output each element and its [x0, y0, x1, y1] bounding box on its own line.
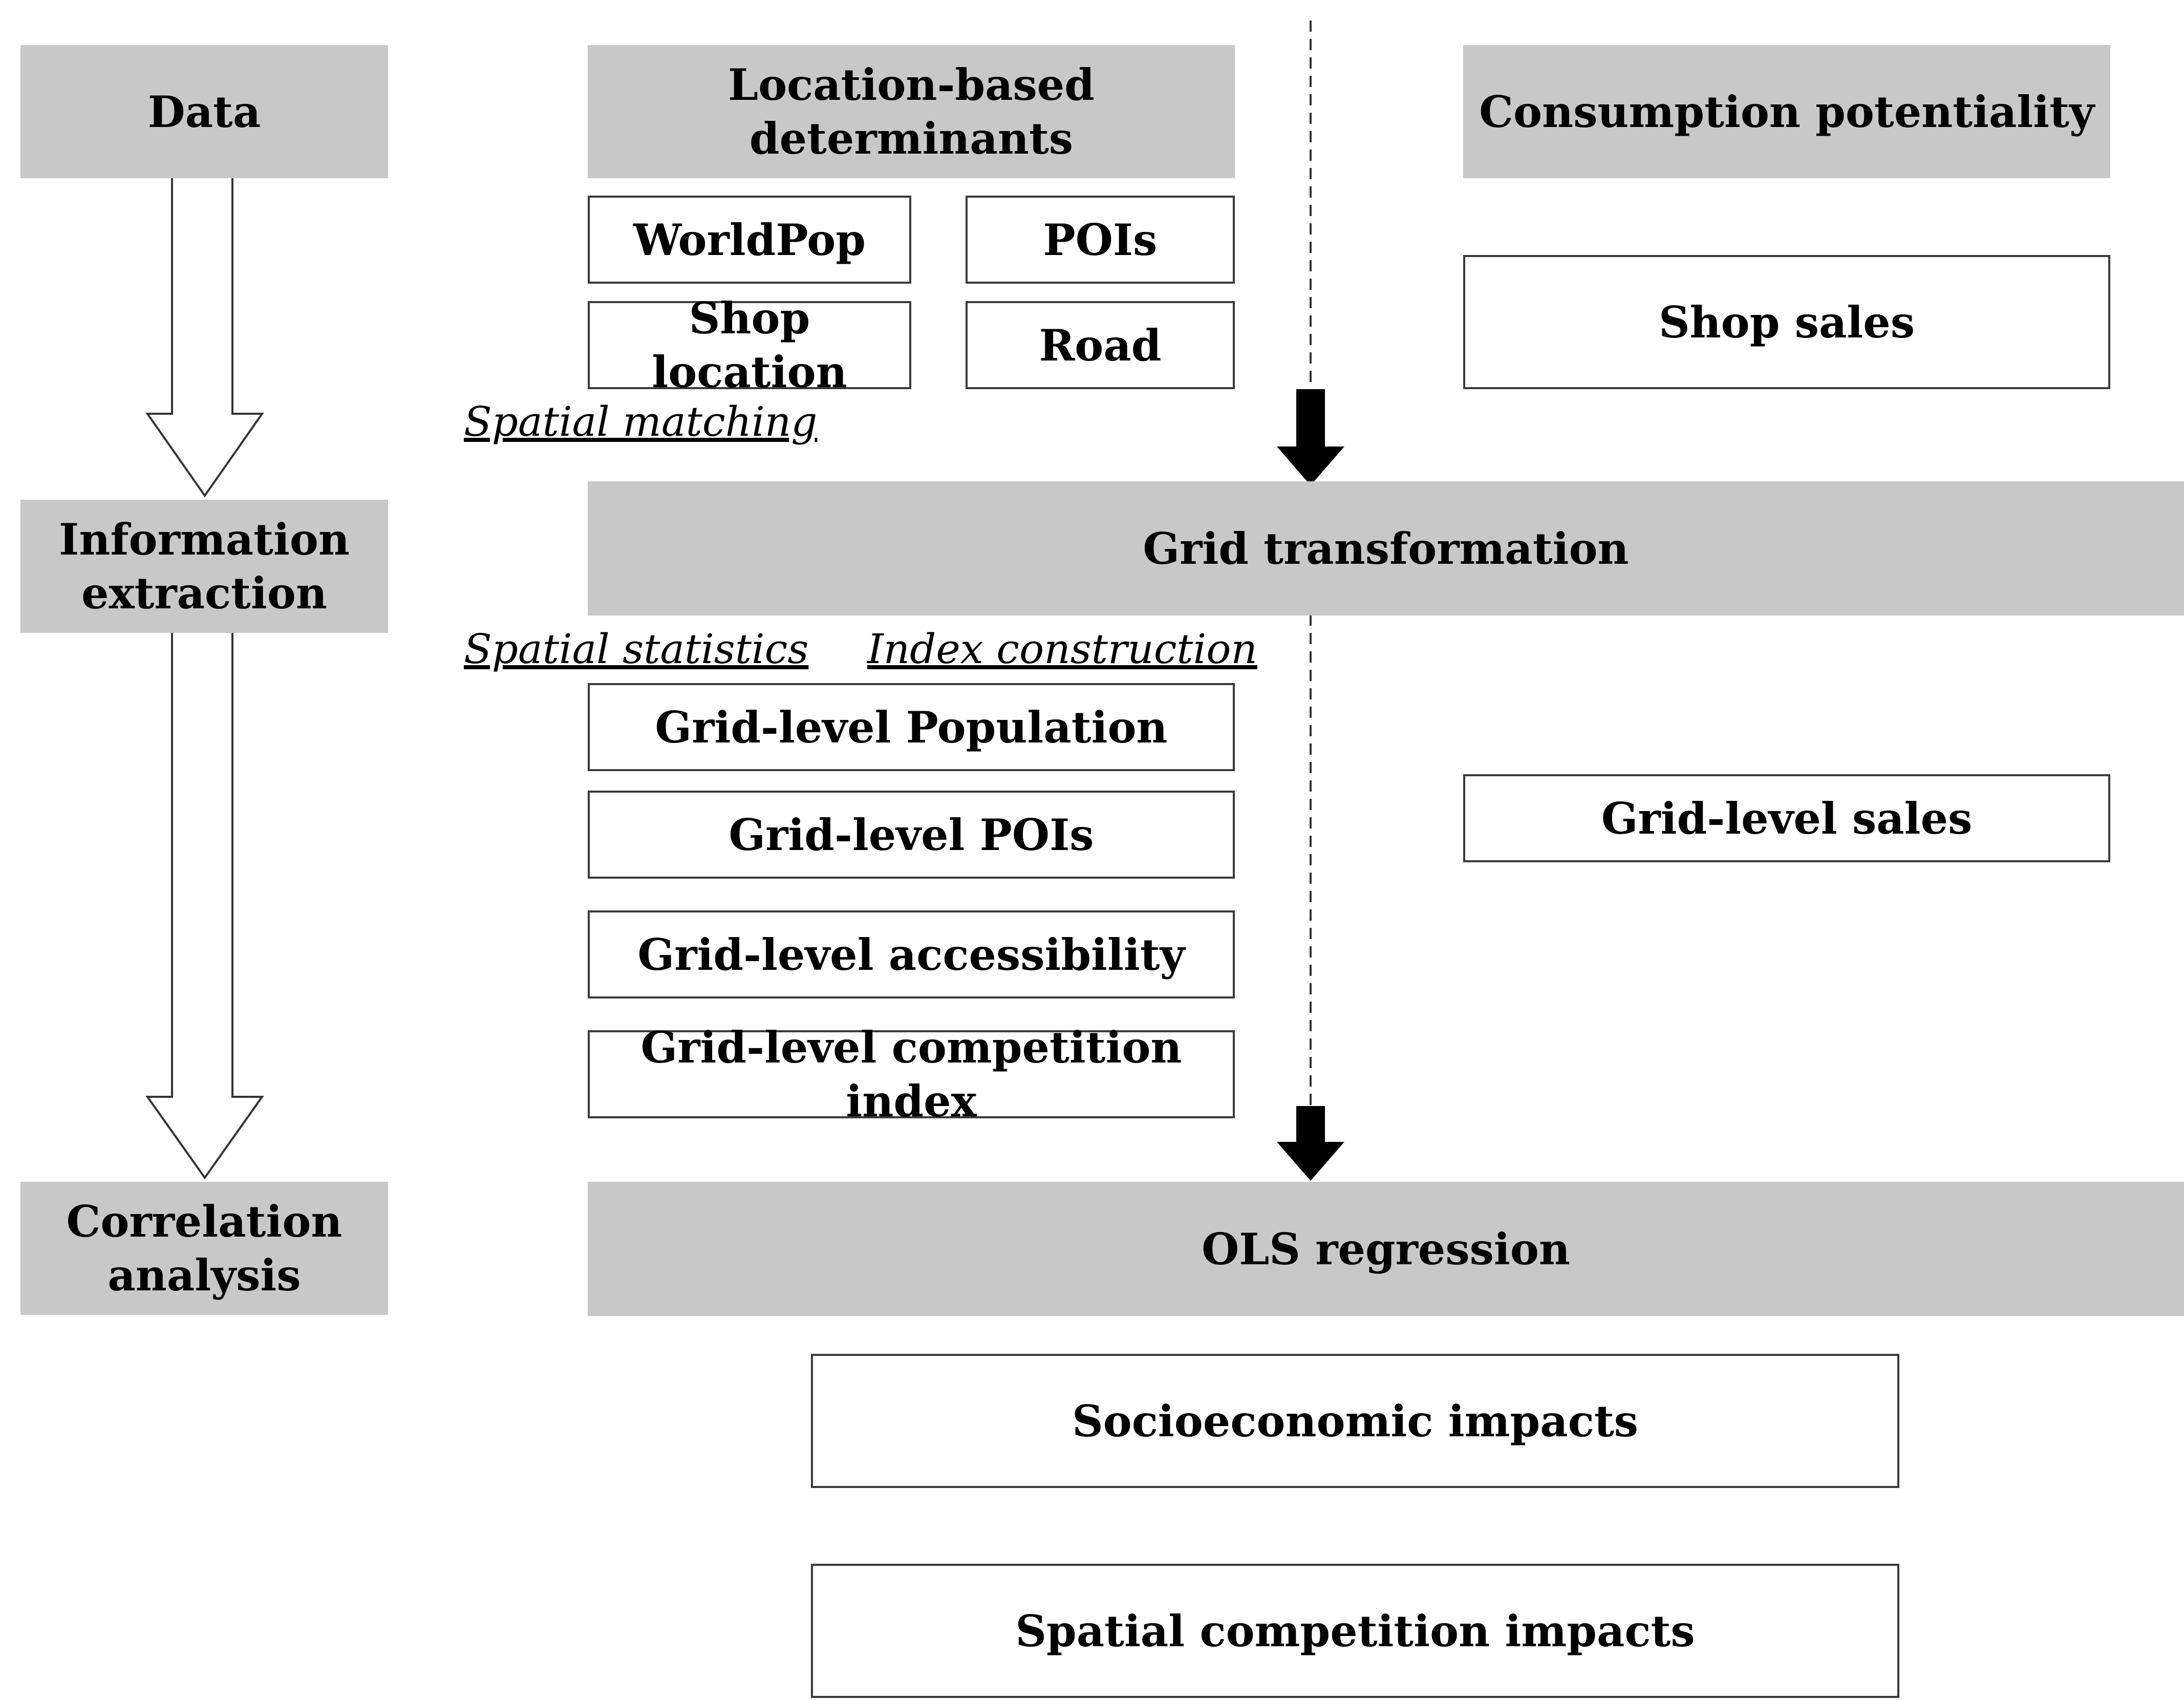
- grid-competition-index-label: Grid-level competition index: [640, 1022, 1182, 1127]
- header-location-determinants: Location-based determinants: [588, 45, 1235, 178]
- header-consumption-potentiality-label: Consumption potentiality: [1479, 86, 2094, 137]
- source-shop-location: Shop location: [588, 293, 911, 397]
- grid-population-label: Grid-level Population: [655, 702, 1168, 753]
- source-pois-label: POIs: [1043, 214, 1158, 265]
- stage-correlation-analysis: Correlation analysis: [20, 1182, 388, 1315]
- stage-information-label-line2: extraction: [81, 568, 327, 619]
- stage-correlation-label-line1: Correlation: [66, 1196, 342, 1247]
- stage-data-label: Data: [147, 86, 261, 137]
- source-worldpop: WorldPop: [588, 196, 911, 284]
- process-grid-transformation-label: Grid transformation: [1143, 523, 1629, 574]
- stage-information-label-line1: Information: [59, 514, 350, 565]
- grid-pois: Grid-level POIs: [588, 791, 1235, 879]
- hollow-arrow-2: [145, 633, 264, 1180]
- stage-information-extraction: Information extraction: [20, 500, 388, 633]
- method-spatial-statistics: Spatial statistics: [464, 625, 809, 673]
- outcome-socioeconomic-label: Socioeconomic impacts: [1072, 1395, 1638, 1447]
- source-pois: POIs: [966, 196, 1235, 284]
- method-index-construction: Index construction: [867, 625, 1257, 673]
- source-shop-sales-label: Shop sales: [1658, 296, 1915, 348]
- hollow-arrow-1: [145, 178, 264, 498]
- source-road-label: Road: [1039, 320, 1162, 371]
- process-ols-regression: OLS regression: [588, 1182, 2184, 1316]
- stage-correlation-label-line2: analysis: [108, 1250, 301, 1301]
- grid-pois-label: Grid-level POIs: [729, 809, 1094, 860]
- method-spatial-matching: Spatial matching: [464, 398, 818, 445]
- header-location-determinants-label: Location-based determinants: [728, 59, 1095, 164]
- process-ols-regression-label: OLS regression: [1202, 1223, 1570, 1274]
- source-worldpop-label: WorldPop: [633, 214, 866, 265]
- black-arrow-ols: [1277, 1106, 1344, 1181]
- grid-accessibility: Grid-level accessibility: [588, 910, 1235, 998]
- source-shop-sales: Shop sales: [1463, 255, 2110, 389]
- grid-competition-index: Grid-level competition index: [588, 1022, 1235, 1127]
- black-arrow-grid: [1277, 389, 1344, 485]
- source-road: Road: [966, 301, 1235, 389]
- header-consumption-potentiality: Consumption potentiality: [1463, 45, 2110, 178]
- outcome-spatial-competition: Spatial competition impacts: [811, 1564, 1899, 1698]
- outcome-socioeconomic: Socioeconomic impacts: [811, 1354, 1899, 1488]
- grid-population: Grid-level Population: [588, 683, 1235, 771]
- source-shop-location-label: Shop location: [652, 293, 847, 397]
- outcome-spatial-competition-label: Spatial competition impacts: [1015, 1605, 1695, 1656]
- grid-accessibility-label: Grid-level accessibility: [637, 929, 1185, 980]
- stage-data: Data: [20, 45, 388, 178]
- grid-sales-label: Grid-level sales: [1601, 793, 1973, 844]
- grid-sales: Grid-level sales: [1463, 774, 2110, 862]
- process-grid-transformation: Grid transformation: [588, 481, 2184, 615]
